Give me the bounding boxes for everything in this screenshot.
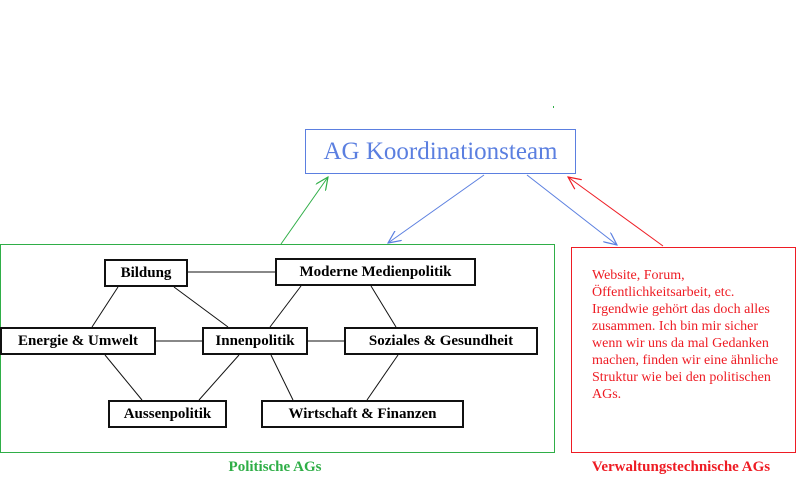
coordination-team-box: AG Koordinationsteam: [305, 129, 576, 174]
arrow-political-to-coordination: [280, 177, 328, 245]
arrow-coordination-to-political: [388, 174, 485, 243]
edge-innen-wirtschaft: [270, 354, 294, 401]
node-innenpolitik: Innenpolitik: [202, 327, 308, 355]
arrow-coordination-to-administrative: [526, 174, 617, 245]
administrative-ags-label: Verwaltungstechnische AGs: [591, 459, 771, 475]
arrow-administrative-to-coordination: [568, 177, 664, 247]
edge-sozial-wirtschaft: [366, 354, 399, 401]
edge-energie-aussen: [104, 354, 143, 401]
node-soziales-gesundheit: Soziales & Gesundheit: [344, 327, 538, 355]
political-ags-label: Politische AGs: [228, 459, 322, 475]
node-energie-umwelt: Energie & Umwelt: [0, 327, 156, 355]
node-aussenpolitik: Aussenpolitik: [108, 400, 227, 428]
edge-bildung-energie: [91, 286, 119, 328]
edge-medien-sozial: [370, 285, 397, 328]
edge-medien-innen: [269, 285, 302, 328]
node-wirtschaft-finanzen: Wirtschaft & Finanzen: [261, 400, 464, 428]
edge-bildung-innen: [173, 286, 229, 328]
stray-dot: [553, 106, 554, 108]
node-bildung: Bildung: [104, 259, 188, 287]
administrative-ags-frame: [571, 247, 796, 453]
node-moderne-medienpolitik: Moderne Medienpolitik: [275, 258, 476, 286]
edge-innen-aussen: [198, 354, 240, 401]
administrative-description: Website, Forum, Öffentlichkeitsarbeit, e…: [592, 268, 779, 402]
